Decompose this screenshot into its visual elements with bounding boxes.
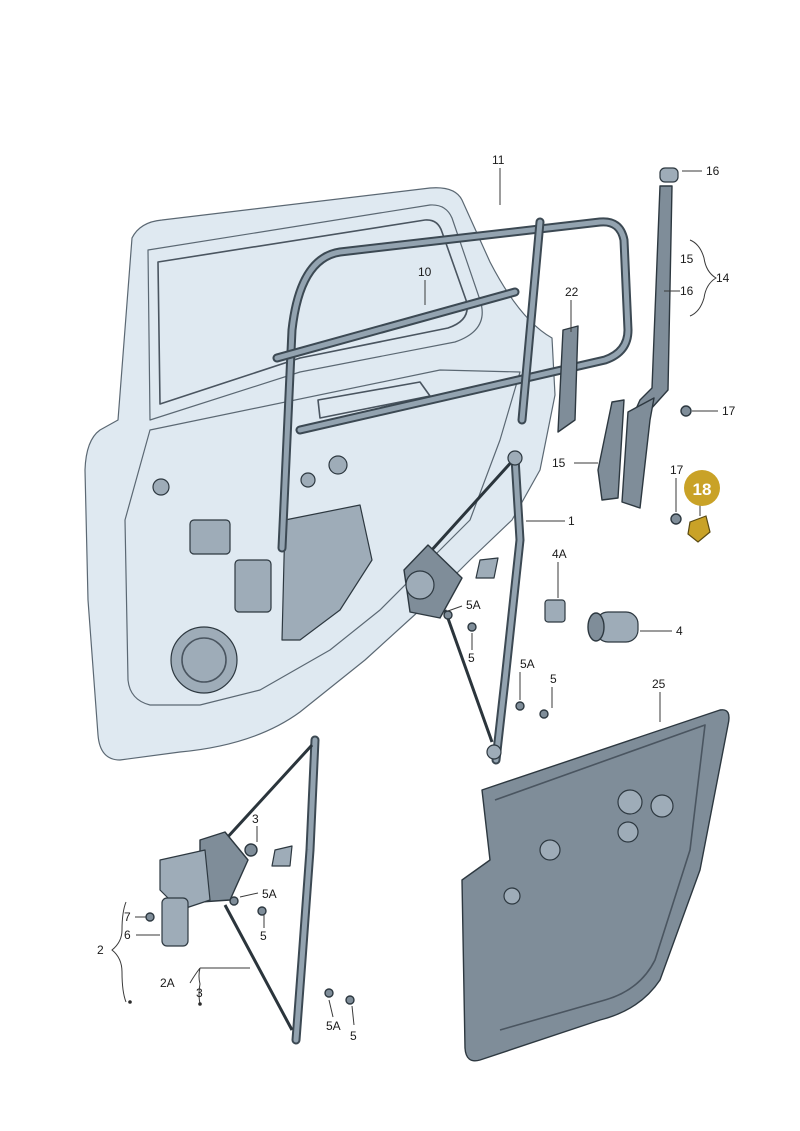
label-10: 10 [418,265,432,279]
label-5a-bottom: 5A [326,1019,341,1033]
highlight-badge[interactable] [684,470,720,506]
label-5a-lower: 5A [262,887,277,901]
label-17-upper: 17 [722,404,736,418]
label-2: 2 [97,943,104,957]
highlighted-part-18: 18 [684,470,720,543]
label-5-upper: 5 [468,651,475,665]
label-15-upper: 15 [680,252,694,266]
label-11: 11 [492,153,505,167]
label-1: 1 [568,514,575,528]
label-22: 22 [565,285,579,299]
label-16-mid: 16 [680,284,694,298]
label-5a-upper: 5A [466,598,481,612]
label-5-right: 5 [550,672,557,686]
label-4: 4 [676,624,683,638]
label-14: 14 [716,271,730,285]
door-shell [84,187,556,761]
label-5-lower: 5 [260,929,267,943]
window-motor-parts [443,599,639,719]
guide-rail [557,325,579,433]
inner-window-seal [272,287,520,363]
label-16-top: 16 [706,164,720,178]
label-25: 25 [652,677,666,691]
label-2a: 2A [160,976,175,990]
label-6: 6 [124,928,131,942]
label-5-bottom: 5 [350,1029,357,1043]
window-regulator-upper [403,450,525,765]
sound-barrier-panel [461,709,730,1062]
pillar-trim [597,167,692,525]
part-labels: 11 16 10 15 14 16 22 17 15 17 1 4A 5A 5 … [97,153,736,1043]
window-frame-seal [277,217,633,553]
label-7: 7 [124,910,131,924]
label-17-lower: 17 [670,463,684,477]
leader-lines [111,168,718,1026]
window-regulator-lower [145,735,355,1045]
label-15-lower: 15 [552,456,566,470]
label-5a-right: 5A [520,657,535,671]
highlight-badge-number: 18 [693,480,712,499]
label-3-bottom: 3 [196,986,203,1000]
label-4a: 4A [552,547,567,561]
label-3-top: 3 [252,812,259,826]
